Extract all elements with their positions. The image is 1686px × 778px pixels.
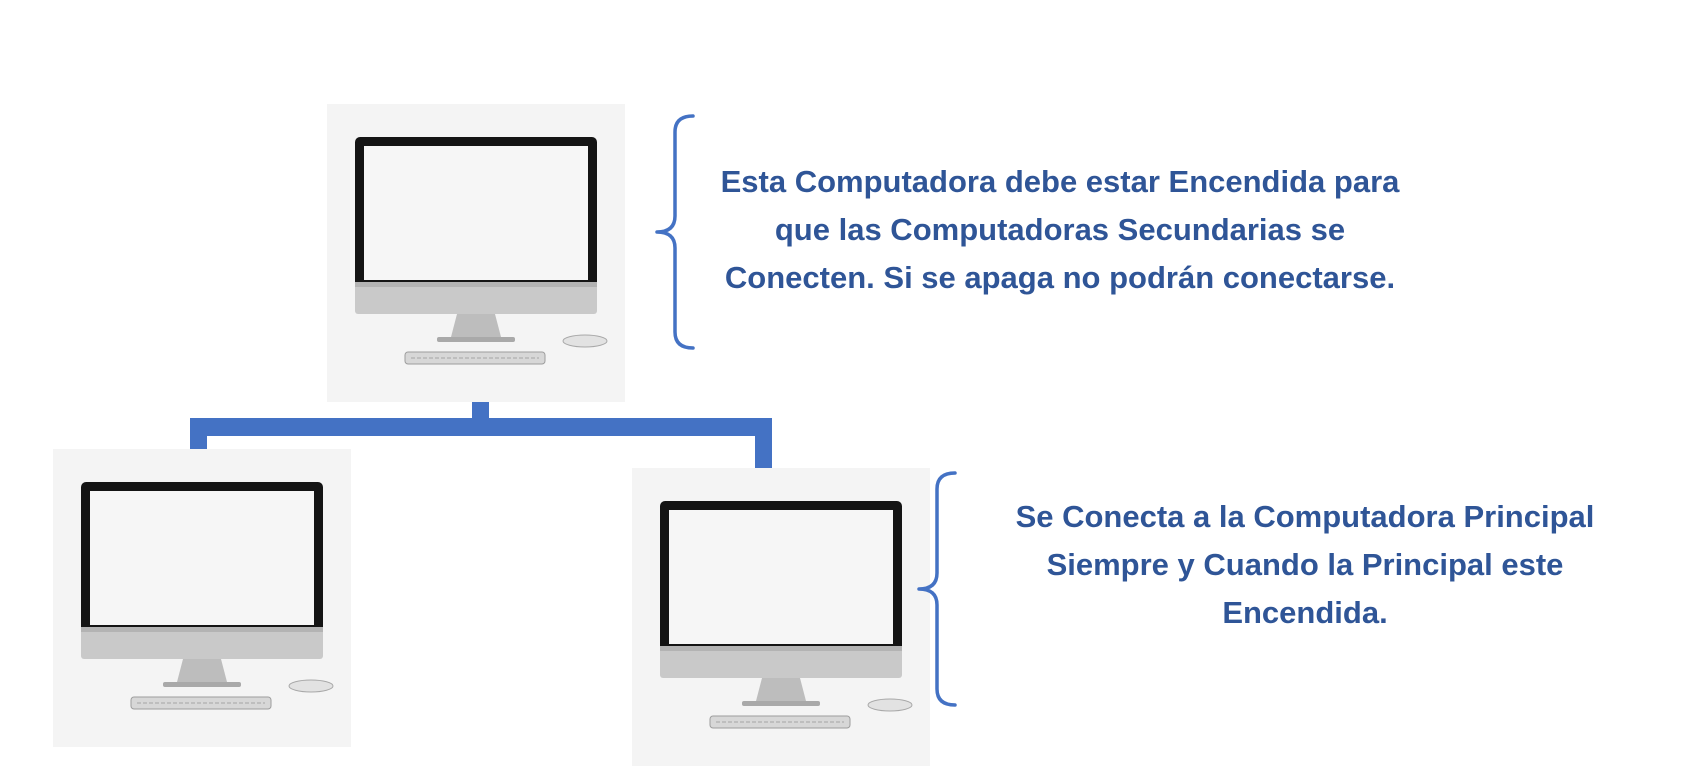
primary-computer-note: Esta Computadora debe estar Encendida pa… — [720, 164, 1400, 295]
desktop-computer-icon — [660, 501, 913, 729]
primary-note-brace — [655, 114, 695, 350]
desktop-computer-icon — [355, 137, 608, 365]
connector-horizontal — [190, 418, 772, 436]
primary-computer — [327, 104, 625, 402]
secondary-computer-right — [632, 468, 930, 766]
secondary-computer-note: Se Conecta a la Computadora Principal Si… — [1015, 499, 1595, 630]
desktop-computer-icon — [81, 482, 334, 710]
secondary-computer-left — [53, 449, 351, 747]
